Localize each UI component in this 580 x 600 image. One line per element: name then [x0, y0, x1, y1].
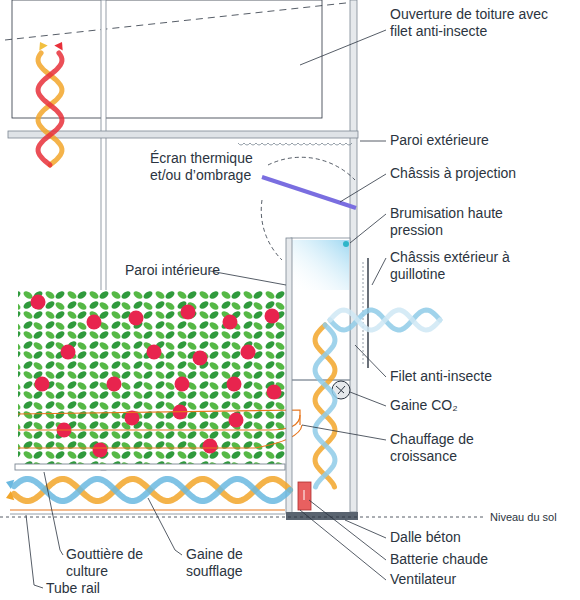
tomato — [227, 377, 242, 392]
tomato — [267, 385, 282, 400]
tomato — [193, 351, 208, 366]
tomato — [203, 439, 218, 454]
slab-label: Dalle béton — [390, 529, 570, 546]
flow-arrowhead — [54, 42, 62, 51]
projection-chassis-label: Châssis à projection — [390, 165, 570, 182]
outer-wall-label: Paroi extérieure — [390, 132, 570, 149]
tomato — [229, 413, 244, 428]
tomato — [147, 345, 162, 360]
tomato — [181, 305, 196, 320]
tomato — [35, 377, 50, 392]
tomato — [265, 309, 280, 324]
heater-label: Batterie chaude — [390, 551, 570, 568]
flow-arrowhead — [6, 480, 14, 489]
tomato — [61, 345, 76, 360]
air-flow — [38, 53, 62, 165]
inner-wall-label: Paroi intérieure — [125, 262, 245, 279]
tomato — [175, 377, 190, 392]
air-flow — [330, 310, 440, 330]
tomato — [93, 443, 108, 458]
roof-opening-label: Ouverture de toiture avec filet anti-ins… — [390, 6, 570, 40]
air-duct-label: Gaine de soufflage — [186, 546, 276, 580]
gutter-label: Gouttière de culture — [66, 546, 156, 580]
tomato — [87, 315, 102, 330]
fan-label: Ventilateur — [390, 571, 570, 588]
tomato — [129, 311, 144, 326]
guillotine-label: Châssis extérieur à guillotine — [390, 249, 520, 283]
rail-tube-label: Tube rail — [46, 580, 146, 597]
air-flow — [315, 325, 335, 487]
air-flow — [14, 479, 290, 501]
misting-label: Brumisation haute pression — [390, 205, 505, 239]
tomato — [107, 377, 122, 392]
growth-heating-label: Chauffage de croissance — [390, 431, 500, 465]
air-flow — [330, 310, 440, 330]
air-flow — [14, 479, 290, 501]
air-flow — [315, 325, 335, 487]
tomato — [223, 315, 238, 330]
tomato — [31, 295, 46, 310]
screen-label: Écran thermique et/ou d’ombrage — [150, 150, 275, 184]
flow-arrowhead — [6, 491, 14, 500]
flow-arrowhead — [39, 42, 47, 51]
co2-duct-label: Gaine CO₂ — [390, 397, 570, 414]
tomato — [241, 345, 256, 360]
ground-level-label: Niveau du sol — [490, 511, 576, 524]
insect-net-label: Filet anti-insecte — [390, 368, 570, 385]
air-flow — [38, 53, 62, 165]
